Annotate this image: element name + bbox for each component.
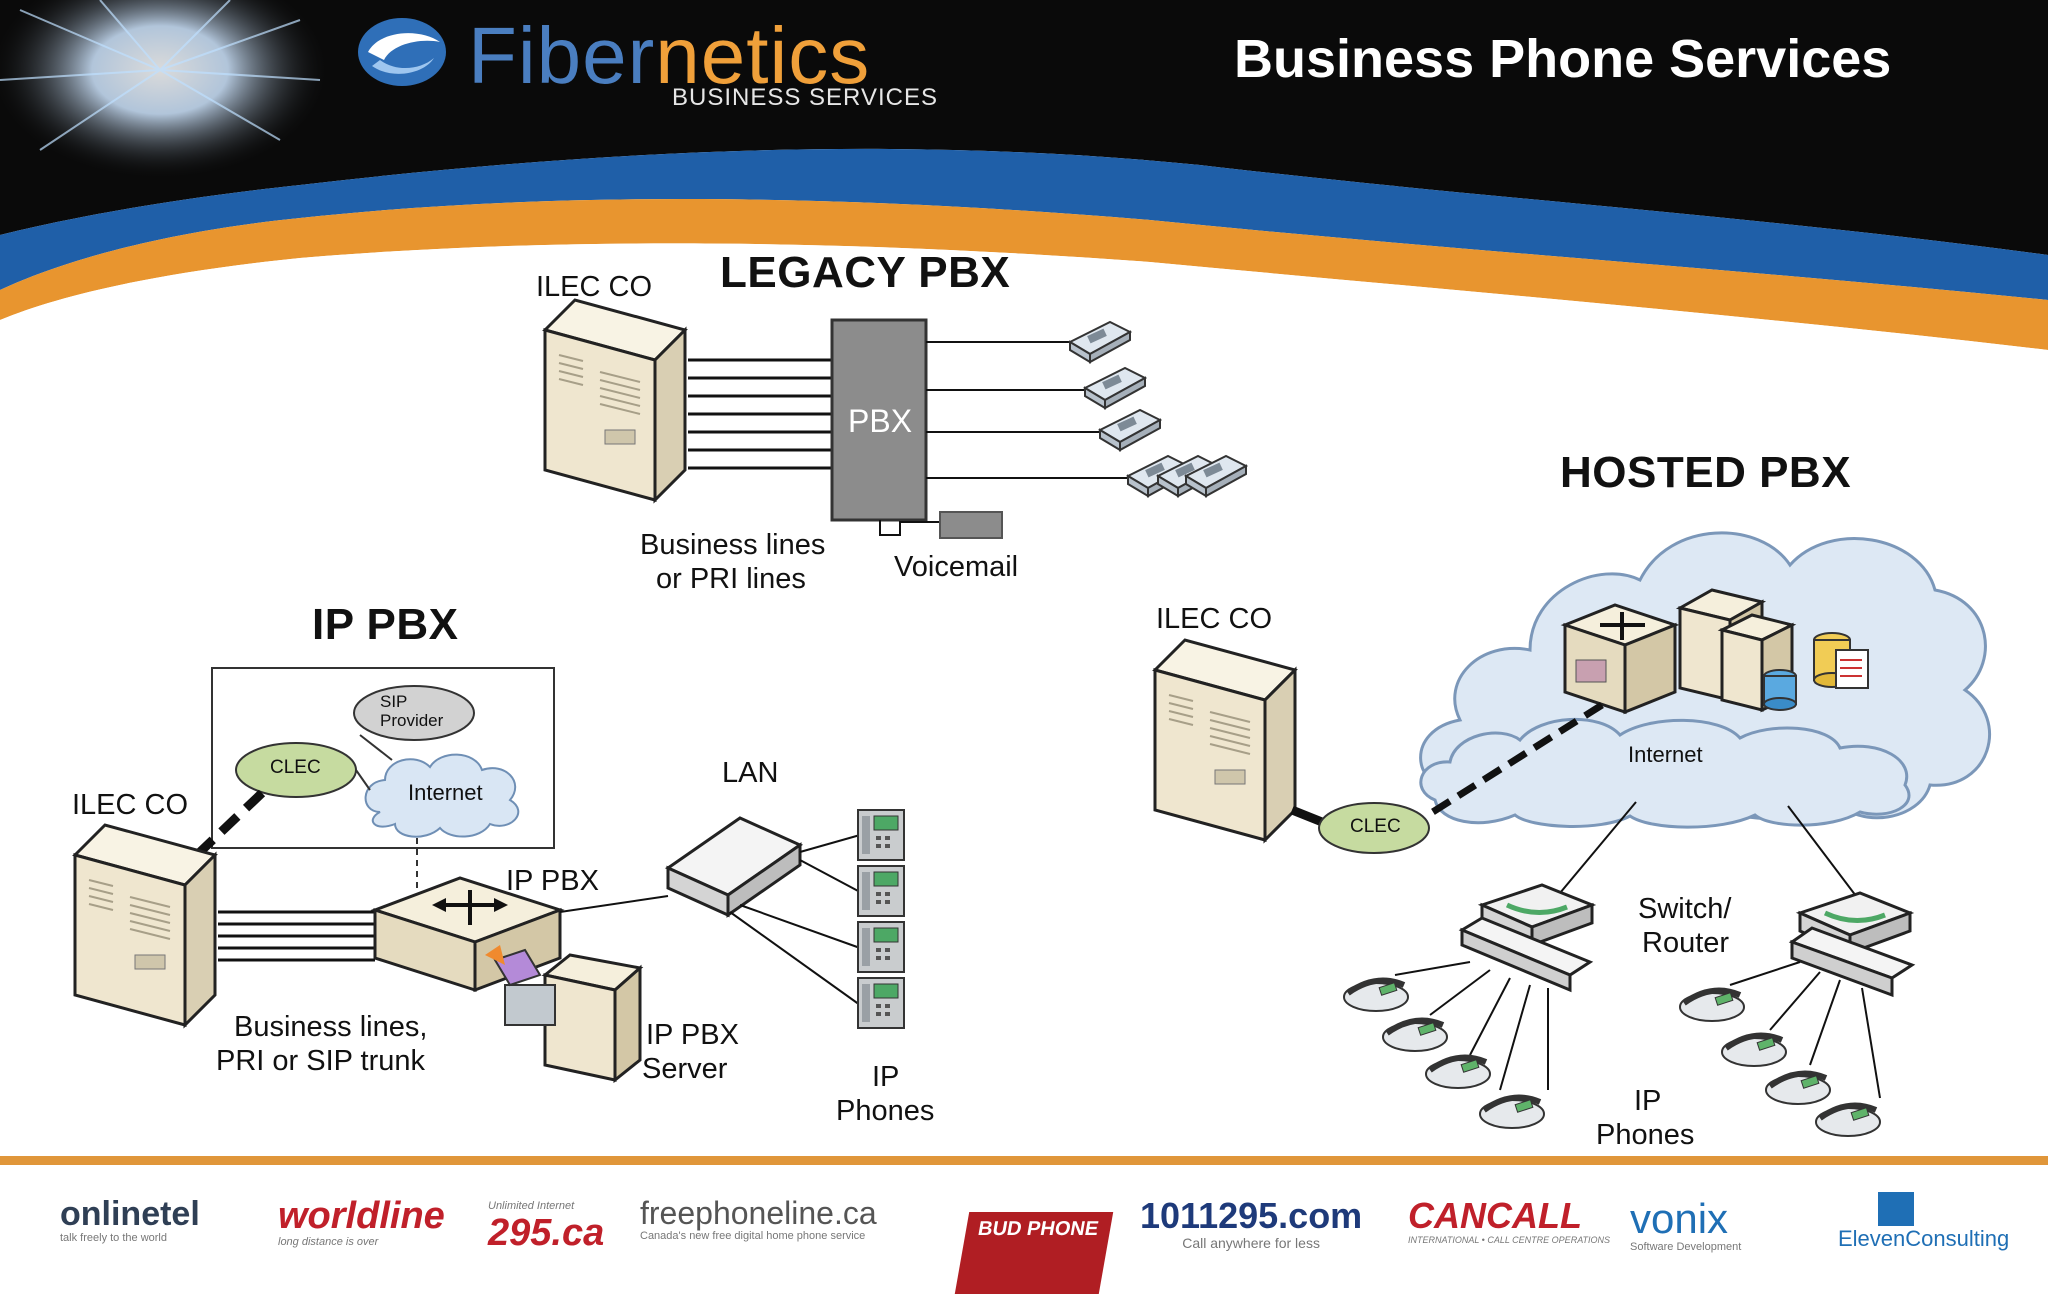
hosted-clec-icon	[1318, 802, 1430, 854]
sip-provider-icon	[353, 685, 475, 741]
lan-label: LAN	[722, 757, 779, 789]
ip-phone-icon	[857, 921, 905, 973]
database-icon	[1763, 632, 1869, 711]
legacy-ilec-label: ILEC CO	[536, 271, 653, 303]
hosted-ip-phone-icon	[1816, 1106, 1880, 1137]
partner-logo-295[interactable]: Unlimited Internet 295.ca	[488, 1200, 605, 1254]
hosted-clec-label: CLEC	[1350, 816, 1401, 837]
legacy-ilec-server-icon	[543, 298, 687, 502]
pbx-label: PBX	[848, 403, 913, 439]
hosted-dashed-link	[1426, 702, 1604, 818]
hosted-ip-phone-icon	[1426, 1058, 1490, 1089]
ip-phones-label-1: IP	[872, 1061, 900, 1093]
hosted-pbx-section	[1153, 531, 1991, 1137]
ip-pbx-server-label-1: IP PBX	[646, 1019, 739, 1051]
page-title: Business Phone Services	[1234, 29, 1892, 89]
ip-clec-dashed-link	[196, 789, 266, 856]
ip-clec-label: CLEC	[270, 757, 321, 778]
hosted-ip-phone-icon	[1680, 991, 1744, 1022]
partner-logo-onlinetel[interactable]: onlinetel talk freely to the world	[60, 1195, 200, 1244]
ip-lines-label-2: PRI or SIP trunk	[216, 1045, 425, 1077]
hosted-phones-label-2: Phones	[1596, 1119, 1695, 1151]
legacy-lines-label-1: Business lines	[640, 529, 826, 561]
ip-pbx-title: IP PBX	[312, 600, 459, 649]
voicemail-label: Voicemail	[894, 551, 1019, 583]
ip-ilec-label: ILEC CO	[72, 789, 189, 821]
hosted-ip-phone-icon	[1344, 981, 1408, 1012]
footer-divider	[0, 1156, 2048, 1165]
ip-pbx-server-icon	[485, 945, 644, 1084]
sip-provider-label-1: SIP	[380, 692, 408, 711]
pbx-box-icon	[830, 318, 928, 522]
eleven-consulting-icon	[1878, 1192, 1914, 1226]
legacy-phone-icon	[1069, 321, 1131, 363]
legacy-phone-icon	[1084, 367, 1146, 409]
ip-lines-label-1: Business lines,	[234, 1011, 428, 1043]
partner-logo-cancall[interactable]: CANCALL INTERNATIONAL • CALL CENTRE OPER…	[1408, 1195, 1611, 1245]
sip-provider-label-2: Provider	[380, 711, 444, 730]
partner-logo-worldline[interactable]: worldline long distance is over	[278, 1195, 445, 1248]
hosted-ip-phone-icon	[1766, 1074, 1830, 1105]
ip-phone-icon	[857, 809, 905, 861]
hosted-switch-icon	[1560, 603, 1680, 715]
hosted-ip-phone-icon	[1383, 1021, 1447, 1052]
voicemail-box-icon	[939, 511, 1003, 539]
fiber-optic-icon	[0, 0, 330, 180]
partner-logo-vonix[interactable]: vonix Software Development	[1630, 1195, 1742, 1253]
header-banner	[0, 0, 2048, 360]
ip-pbx-device-label: IP PBX	[506, 865, 599, 897]
ip-phone-icon	[857, 865, 905, 917]
ip-pbx-server-label-2: Server	[642, 1053, 728, 1085]
partner-logo-budphone[interactable]: BUD PHONE	[954, 1212, 1114, 1294]
provider-frame	[211, 667, 555, 849]
legacy-phone-icon	[1099, 409, 1161, 451]
switch-router-label-1: Switch/	[1638, 893, 1732, 925]
ip-pbx-device-icon	[370, 876, 565, 993]
legacy-business-lines	[688, 358, 832, 470]
ip-business-lines	[218, 910, 375, 962]
ip-ilec-server-icon	[73, 823, 217, 1027]
hosted-ip-phone-icon	[1722, 1036, 1786, 1067]
hosted-ilec-server-icon	[1153, 638, 1297, 842]
ip-phone-icon	[857, 977, 905, 1029]
network-diagram	[73, 298, 1991, 1160]
lan-switch-icon	[664, 816, 804, 918]
left-switch-lines	[1394, 961, 1549, 1091]
brand-name: Fibernetics	[468, 11, 871, 100]
switch-router-label-2: Router	[1642, 927, 1730, 959]
legacy-pbx-section	[543, 298, 1247, 539]
pbx-phone-lines	[879, 341, 1130, 536]
partner-logo-freephoneline[interactable]: freephoneline.ca Canada's new free digit…	[640, 1195, 877, 1242]
right-switch-lines	[1729, 961, 1881, 1099]
partner-logo-1011295[interactable]: 1011295.com Call anywhere for less	[1140, 1195, 1363, 1251]
fibernetics-logo-icon	[358, 18, 446, 86]
hosted-pbx-title: HOSTED PBX	[1560, 448, 1852, 497]
partner-logo-eleven[interactable]: ElevenConsulting	[1838, 1192, 2009, 1262]
ip-pbx-section	[73, 667, 905, 1084]
ip-phones-label-2: Phones	[836, 1095, 935, 1127]
legacy-lines-label-2: or PRI lines	[656, 563, 806, 595]
hosted-ilec-label: ILEC CO	[1156, 603, 1273, 635]
hosted-ip-phone-icon	[1480, 1098, 1544, 1129]
ip-internet-label: Internet	[408, 780, 483, 805]
legacy-pbx-title: LEGACY PBX	[720, 248, 1011, 297]
brand-subtitle: BUSINESS SERVICES	[672, 84, 938, 111]
lan-phone-lines	[729, 834, 861, 1006]
hosted-phones-label-1: IP	[1634, 1085, 1662, 1117]
hosted-internet-label: Internet	[1628, 742, 1703, 767]
